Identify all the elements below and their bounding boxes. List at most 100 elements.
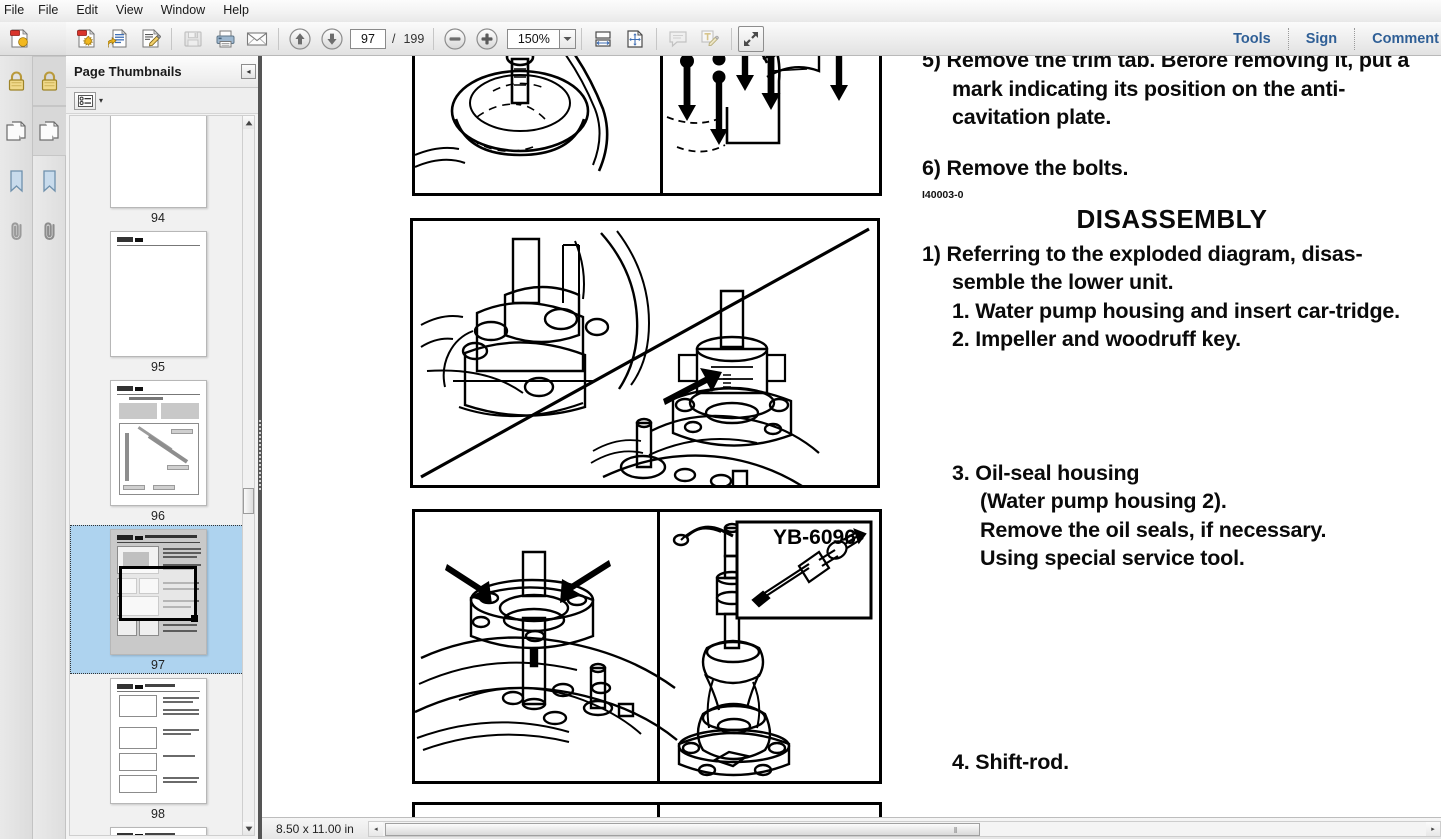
doc-section-heading: DISASSEMBLY: [1076, 204, 1268, 234]
toolbar-separator-6: [731, 27, 733, 50]
page-navigation-group: 97 / 199: [284, 25, 428, 53]
document-view[interactable]: YB-6096 5) Remove the trim tab. Before r…: [262, 56, 1441, 839]
background-security-lock-icon[interactable]: [0, 56, 33, 106]
previous-page-icon[interactable]: [285, 25, 315, 53]
toolbar-separator-3: [433, 27, 435, 50]
thumbnail-list: 94 95: [70, 116, 244, 835]
thumbnail-viewport-indicator[interactable]: [118, 566, 198, 622]
rail-item-attachments[interactable]: [33, 206, 66, 256]
thumbnail-scroll-area[interactable]: 94 95: [69, 115, 245, 836]
doc-substep-3-title: 3. Oil-seal housing: [952, 460, 1140, 485]
file-tools-group: [70, 25, 273, 53]
thumbnail-item-98[interactable]: 98: [70, 674, 244, 823]
thumbnail-item-96[interactable]: 96: [70, 376, 244, 525]
scroll-left-icon[interactable]: ◂: [368, 821, 383, 836]
menu-help[interactable]: Help: [223, 3, 249, 17]
zoom-level-input[interactable]: 150%: [507, 28, 560, 49]
horizontal-scrollbar-thumb[interactable]: [384, 822, 980, 836]
highlight-text-icon[interactable]: [695, 25, 725, 53]
thumbnail-item-94[interactable]: 94: [70, 116, 244, 227]
thumbnail-scrollbar-thumb[interactable]: [243, 488, 254, 514]
thumbnail-item-95[interactable]: 95: [70, 227, 244, 376]
figure-oil-seal-housing-and-tool: YB-6096: [412, 509, 882, 784]
sign-button[interactable]: Sign: [1305, 30, 1338, 47]
tools-button[interactable]: Tools: [1233, 30, 1271, 47]
panel-splitter-grip[interactable]: [259, 420, 261, 492]
page-number-input[interactable]: 97: [350, 28, 386, 49]
thumbnail-page-number: 96: [151, 509, 165, 523]
fit-width-icon[interactable]: [588, 25, 618, 53]
rail-item-page-thumbnails[interactable]: [33, 106, 66, 156]
figure-water-pump-housing: [410, 218, 880, 488]
page-separator: /: [392, 31, 396, 46]
read-mode-icon[interactable]: [738, 25, 765, 52]
thumbnail-item-97-selected[interactable]: 97: [70, 525, 244, 674]
zoom-dropdown-icon[interactable]: [559, 28, 577, 49]
background-create-pdf-icon[interactable]: [4, 25, 34, 53]
menu-bar-background: [0, 0, 1441, 22]
thumbnail-options-icon[interactable]: [74, 91, 96, 110]
thumbnail-scroll-down-icon[interactable]: [243, 822, 254, 835]
background-bookmarks-icon[interactable]: [0, 156, 33, 206]
menu-window[interactable]: Window: [160, 3, 206, 17]
create-pdf-icon[interactable]: [71, 25, 101, 53]
thumbnail-page-image-95: [109, 231, 207, 357]
doc-step-1: 1) Referring to the exploded diagram, di…: [922, 241, 1363, 295]
menu-view[interactable]: View: [115, 3, 143, 17]
background-page-thumbnails-icon[interactable]: [0, 106, 33, 156]
sticky-note-icon[interactable]: [663, 25, 693, 53]
page-total: 199: [403, 31, 425, 46]
toolbar-separator-1: [171, 27, 172, 50]
collapse-panel-icon[interactable]: ◂: [241, 64, 256, 79]
thumbnail-vertical-scrollbar[interactable]: [242, 115, 255, 836]
thumbnail-scroll-up-icon[interactable]: [243, 116, 254, 129]
zoom-out-icon[interactable]: [440, 25, 470, 53]
export-pdf-icon[interactable]: [103, 25, 133, 53]
doc-step-5: 5) Remove the trim tab. Before removing …: [922, 56, 1410, 129]
document-text-column: 5) Remove the trim tab. Before removing …: [922, 56, 1422, 776]
menu-ghost-file[interactable]: File: [4, 3, 25, 17]
rail-item-security-lock[interactable]: [33, 56, 66, 106]
thumbnail-page-image-94: [109, 116, 207, 208]
scrollbar-grip-icon: ‖: [953, 825, 959, 835]
menu-edit[interactable]: Edit: [76, 3, 98, 17]
thumbnail-item-99[interactable]: 99: [70, 823, 244, 835]
fit-page-icon[interactable]: [620, 25, 650, 53]
thumbnail-page-image-98: [109, 678, 207, 804]
background-attachments-icon[interactable]: [0, 206, 33, 256]
edit-pdf-icon[interactable]: [135, 25, 165, 53]
main-toolbar: 97 / 199: [0, 22, 1441, 56]
figure-3-artwork: [415, 520, 873, 777]
save-icon[interactable]: [178, 25, 208, 53]
annotation-group: [662, 25, 726, 53]
figure-reference-code: I40003-0: [922, 189, 964, 201]
figure-2-artwork: [420, 227, 870, 485]
pdf-page-97: YB-6096 5) Remove the trim tab. Before r…: [262, 56, 1441, 839]
scroll-right-icon[interactable]: ▸: [1426, 821, 1440, 836]
menu-file[interactable]: File: [38, 3, 59, 17]
doc-substep-3-line2: (Water pump housing 2).: [980, 489, 1227, 513]
next-page-icon[interactable]: [317, 25, 347, 53]
doc-substep-3-line4: Using special service tool.: [980, 546, 1245, 570]
thumbnail-page-number: 94: [151, 211, 165, 225]
horizontal-scrollbar[interactable]: ◂ ‖ ▸: [367, 820, 1441, 837]
comment-button[interactable]: Comment: [1372, 30, 1439, 47]
page-size-label: 8.50 x 11.00 in: [276, 821, 354, 836]
figure-1-artwork: [415, 56, 848, 172]
thumbnail-page-number-selected: 97: [151, 658, 165, 672]
email-icon[interactable]: [242, 25, 272, 53]
thumbnail-page-number: 95: [151, 360, 165, 374]
toolbar-right-buttons: Tools Sign Comment: [1216, 22, 1441, 56]
print-icon[interactable]: [210, 25, 240, 53]
background-window-toolbar: [0, 22, 66, 56]
doc-substep-2: 2. Impeller and woodruff key.: [952, 327, 1241, 351]
zoom-in-icon[interactable]: [472, 25, 502, 53]
toolbar-separator-4: [581, 27, 583, 50]
thumbnail-viewport-resize-handle[interactable]: [190, 615, 198, 622]
doc-substep-3-line3: Remove the oil seals, if necessary.: [980, 517, 1327, 542]
page-thumbnails-title: Page Thumbnails: [74, 64, 182, 79]
rail-item-bookmarks[interactable]: [33, 156, 66, 206]
toolbar-separator-2: [278, 27, 279, 50]
thumbnail-options-caret-icon[interactable]: ▾: [99, 96, 104, 105]
